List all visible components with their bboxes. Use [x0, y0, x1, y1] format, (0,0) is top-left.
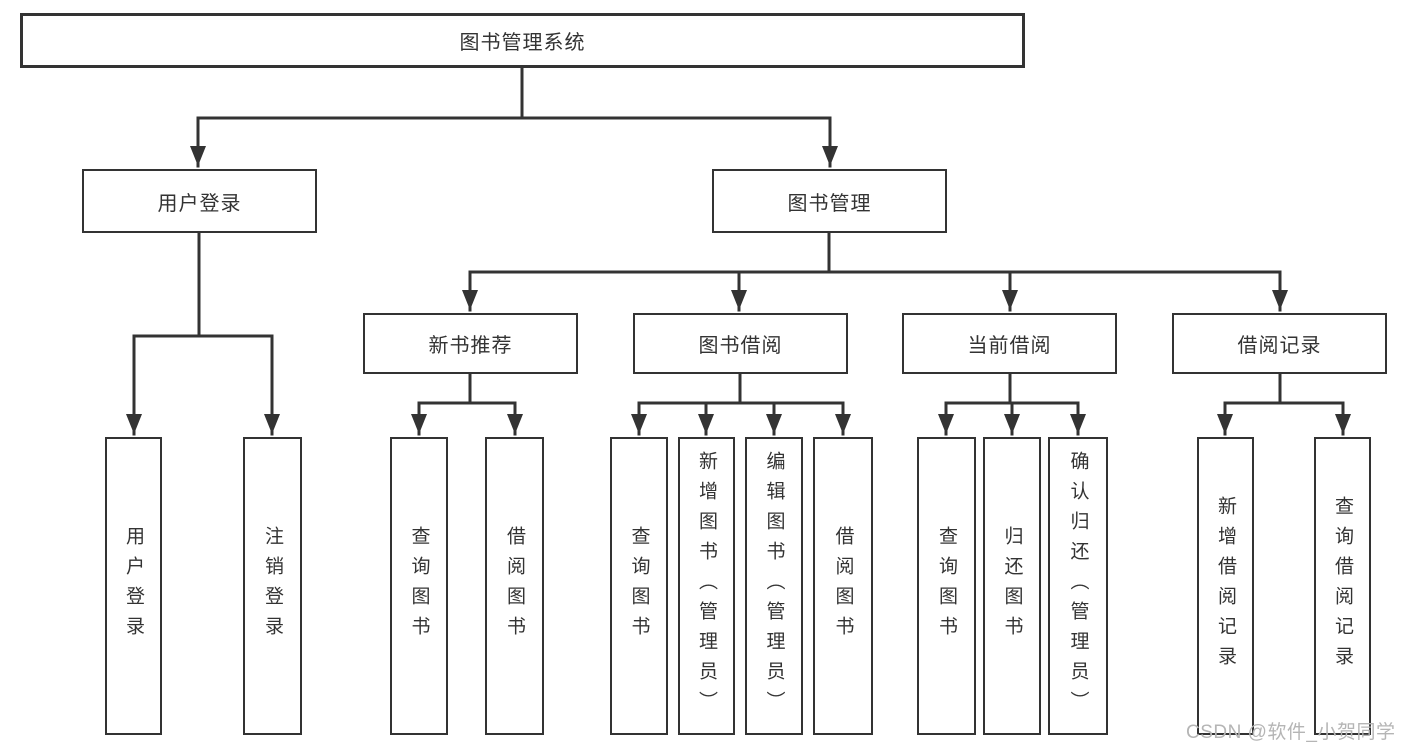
- leaf-records-add-record-label: 新增借阅记录: [1215, 496, 1236, 676]
- leaf-logout: 注销登录: [243, 437, 302, 735]
- leaf-borrow-add-books-admin-label: 新增图书（管理员）: [696, 451, 717, 721]
- leaf-recommend-query-books: 查询图书: [390, 437, 448, 735]
- node-new-book-recommendation-label: 新书推荐: [428, 335, 513, 357]
- node-user-login: 用户登录: [82, 169, 317, 233]
- node-book-management-label: 图书管理: [787, 192, 872, 215]
- leaf-user-login: 用户登录: [105, 437, 162, 735]
- node-current-borrowing-label: 当前借阅: [967, 335, 1052, 357]
- leaf-recommend-query-books-label: 查询图书: [408, 526, 430, 646]
- leaf-records-add-record: 新增借阅记录: [1197, 437, 1254, 735]
- node-borrowing-records-label: 借阅记录: [1237, 335, 1322, 357]
- node-book-borrowing: 图书借阅: [633, 313, 848, 374]
- node-current-borrowing: 当前借阅: [902, 313, 1117, 374]
- node-root-label: 图书管理系统: [459, 32, 586, 54]
- node-user-login-label: 用户登录: [157, 192, 242, 215]
- leaf-records-query-record: 查询借阅记录: [1314, 437, 1371, 735]
- node-new-book-recommendation: 新书推荐: [363, 313, 578, 374]
- leaf-logout-label: 注销登录: [262, 526, 283, 646]
- csdn-watermark: CSDN @软件_小贺同学: [1186, 722, 1396, 743]
- leaf-current-return-books-label: 归还图书: [1001, 526, 1023, 646]
- leaf-current-return-books: 归还图书: [983, 437, 1041, 735]
- leaf-recommend-borrow-books: 借阅图书: [485, 437, 544, 735]
- leaf-recommend-borrow-books-label: 借阅图书: [504, 526, 525, 646]
- node-root: 图书管理系统: [20, 13, 1025, 68]
- leaf-records-query-record-label: 查询借阅记录: [1332, 496, 1353, 676]
- node-book-management: 图书管理: [712, 169, 947, 233]
- leaf-borrow-borrow-books: 借阅图书: [813, 437, 873, 735]
- leaf-borrow-borrow-books-label: 借阅图书: [832, 526, 854, 646]
- leaf-current-confirm-return-admin: 确认归还（管理员）: [1048, 437, 1108, 735]
- leaf-current-confirm-return-admin-label: 确认归还（管理员）: [1067, 451, 1089, 721]
- node-borrowing-records: 借阅记录: [1172, 313, 1387, 374]
- leaf-borrow-edit-books-admin-label: 编辑图书（管理员）: [763, 451, 785, 721]
- leaf-borrow-add-books-admin: 新增图书（管理员）: [678, 437, 735, 735]
- leaf-borrow-query-books: 查询图书: [610, 437, 668, 735]
- leaf-user-login-label: 用户登录: [123, 526, 144, 646]
- leaf-borrow-edit-books-admin: 编辑图书（管理员）: [745, 437, 803, 735]
- node-book-borrowing-label: 图书借阅: [698, 335, 783, 357]
- leaf-current-query-books: 查询图书: [917, 437, 976, 735]
- leaf-current-query-books-label: 查询图书: [936, 526, 957, 646]
- leaf-borrow-query-books-label: 查询图书: [628, 526, 650, 646]
